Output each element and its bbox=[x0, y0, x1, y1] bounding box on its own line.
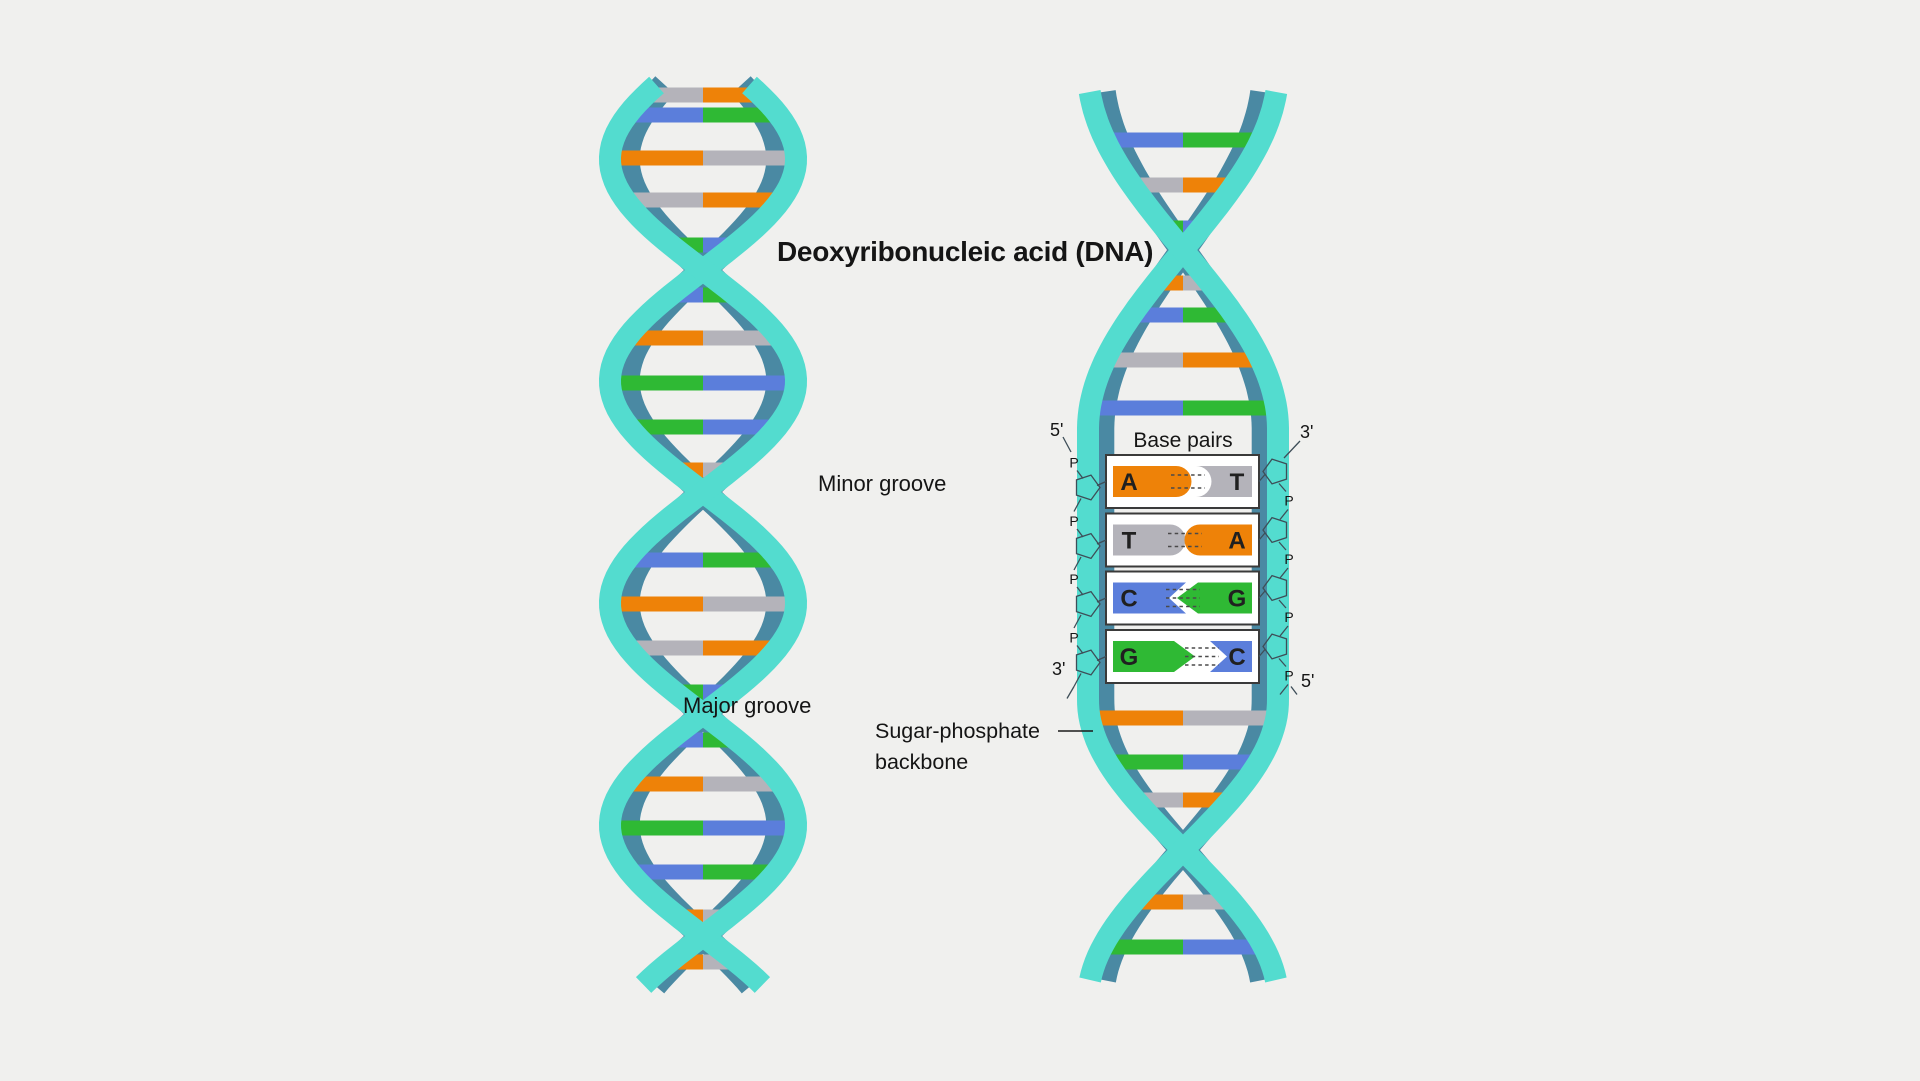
base-shape-right bbox=[1184, 524, 1252, 556]
base-letter: T bbox=[1122, 528, 1137, 555]
phosphate-label: P bbox=[1069, 630, 1078, 646]
base-rung bbox=[606, 596, 800, 612]
label-major-groove: Major groove bbox=[683, 693, 812, 718]
base-rung bbox=[1098, 939, 1268, 955]
sugar-pentagon bbox=[1075, 590, 1101, 618]
base-letter: A bbox=[1228, 528, 1245, 555]
phosphate-label: P bbox=[1284, 668, 1293, 684]
sugar-pentagon bbox=[1262, 516, 1288, 544]
base-shape-right bbox=[1177, 582, 1252, 614]
sugar-pentagon bbox=[1262, 574, 1288, 602]
base-rung bbox=[1101, 132, 1265, 148]
sugar-pentagon bbox=[1262, 458, 1288, 485]
base-shape-left bbox=[1113, 466, 1192, 497]
five-prime-label-bottom-right: 5' bbox=[1301, 671, 1315, 691]
sugar-phosphate-chain: P P P P P P P P bbox=[1062, 436, 1301, 699]
base-letter: T bbox=[1230, 469, 1245, 496]
strand-front bbox=[1078, 90, 1289, 983]
right-helix bbox=[1077, 90, 1289, 983]
base-letter: G bbox=[1228, 586, 1247, 613]
label-sugar-phosphate-backbone: Sugar-phosphate backbone bbox=[875, 716, 1040, 778]
phosphate-label: P bbox=[1284, 493, 1293, 509]
base-letter: C bbox=[1120, 586, 1137, 613]
backbone-label-line1: Sugar-phosphate bbox=[875, 719, 1040, 743]
base-rung bbox=[1101, 352, 1265, 368]
sugar-pentagon bbox=[1075, 649, 1101, 676]
phosphate-label: P bbox=[1069, 455, 1078, 471]
base-shape-left bbox=[1113, 524, 1186, 556]
base-rung bbox=[621, 192, 785, 208]
backbone-label-line2: backbone bbox=[875, 750, 969, 774]
phosphate-label: P bbox=[1069, 513, 1078, 529]
sugar-pentagon bbox=[1075, 474, 1101, 501]
sugar-pentagon bbox=[1262, 633, 1288, 660]
five-prime-label-top-left: 5' bbox=[1050, 420, 1064, 440]
base-rung bbox=[623, 107, 783, 123]
three-prime-label-top-right: 3' bbox=[1300, 422, 1314, 442]
base-rung bbox=[606, 820, 800, 836]
sugar-pentagon bbox=[1075, 532, 1101, 560]
diagram-title: Deoxyribonucleic acid (DNA) bbox=[777, 236, 1154, 267]
base-rung bbox=[625, 419, 781, 435]
phosphate-label: P bbox=[1284, 551, 1293, 567]
base-rung bbox=[1086, 710, 1280, 726]
left-helix bbox=[598, 76, 808, 994]
base-rung bbox=[1103, 754, 1263, 770]
strand-front bbox=[598, 76, 808, 993]
base-shape-right bbox=[1196, 466, 1252, 497]
base-letter: A bbox=[1120, 469, 1137, 496]
base-rung bbox=[623, 552, 783, 568]
base-rung bbox=[624, 640, 782, 656]
base-letter: C bbox=[1228, 644, 1245, 671]
base-rung bbox=[606, 375, 800, 391]
base-letter: G bbox=[1120, 644, 1139, 671]
base-rung bbox=[1086, 400, 1280, 416]
base-rung bbox=[621, 776, 785, 792]
strand-front bbox=[1077, 90, 1288, 983]
base-shape-left bbox=[1113, 582, 1186, 614]
strand-front bbox=[598, 76, 808, 993]
base-shape-left bbox=[1113, 641, 1195, 672]
three-prime-label-bottom-left: 3' bbox=[1052, 659, 1066, 679]
label-base-pairs: Base pairs bbox=[1133, 429, 1233, 452]
phosphate-label: P bbox=[1069, 571, 1078, 587]
label-minor-groove: Minor groove bbox=[818, 471, 947, 496]
phosphate-label: P bbox=[1284, 609, 1293, 625]
base-shape-right bbox=[1210, 641, 1252, 672]
base-rung bbox=[623, 330, 783, 346]
base-rung bbox=[606, 150, 800, 166]
